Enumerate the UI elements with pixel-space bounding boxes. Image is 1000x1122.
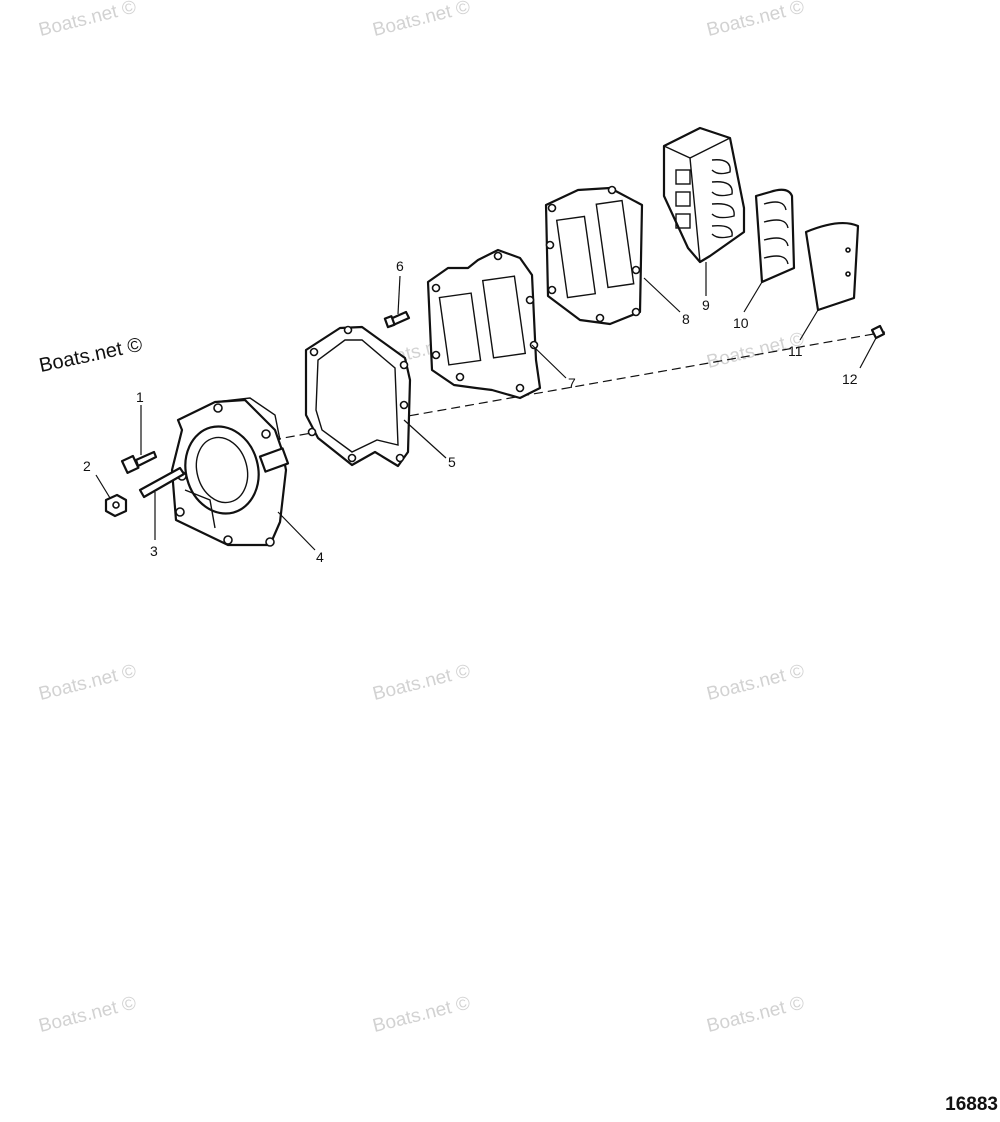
leader-6 [397, 275, 401, 315]
callout-3: 3 [150, 543, 158, 559]
callout-10: 10 [733, 315, 749, 331]
part-11-reed-stop [804, 221, 860, 312]
callout-6: 6 [396, 258, 404, 274]
callout-4: 4 [316, 549, 324, 565]
leader-8 [643, 277, 681, 313]
callout-1: 1 [136, 389, 144, 405]
part-3-stud [138, 466, 186, 499]
part-7-reed-plate [426, 248, 542, 400]
part-5-gasket [304, 325, 412, 468]
callout-8: 8 [682, 311, 690, 327]
leader-11 [799, 309, 819, 341]
part-4-adaptor-plate [170, 397, 290, 547]
callout-2: 2 [83, 458, 91, 474]
part-1-screw [120, 450, 158, 474]
leader-2 [95, 474, 111, 499]
leader-4 [277, 511, 316, 551]
leader-5 [403, 419, 447, 459]
figure-number: 16883 [945, 1094, 998, 1115]
leader-12 [859, 337, 877, 369]
part-12-screw [870, 324, 886, 340]
leader-7 [531, 344, 567, 379]
callout-7: 7 [568, 375, 576, 391]
part-9-reed-cage [662, 126, 746, 264]
part-10-reeds [754, 188, 796, 284]
callout-11: 11 [788, 343, 803, 359]
callout-9: 9 [702, 297, 710, 313]
callout-12: 12 [842, 371, 858, 387]
part-8-gasket [544, 185, 644, 326]
callout-5: 5 [448, 454, 456, 470]
part-6-screw [383, 310, 411, 329]
leader-10 [743, 281, 763, 313]
part-2-nut [104, 493, 128, 518]
